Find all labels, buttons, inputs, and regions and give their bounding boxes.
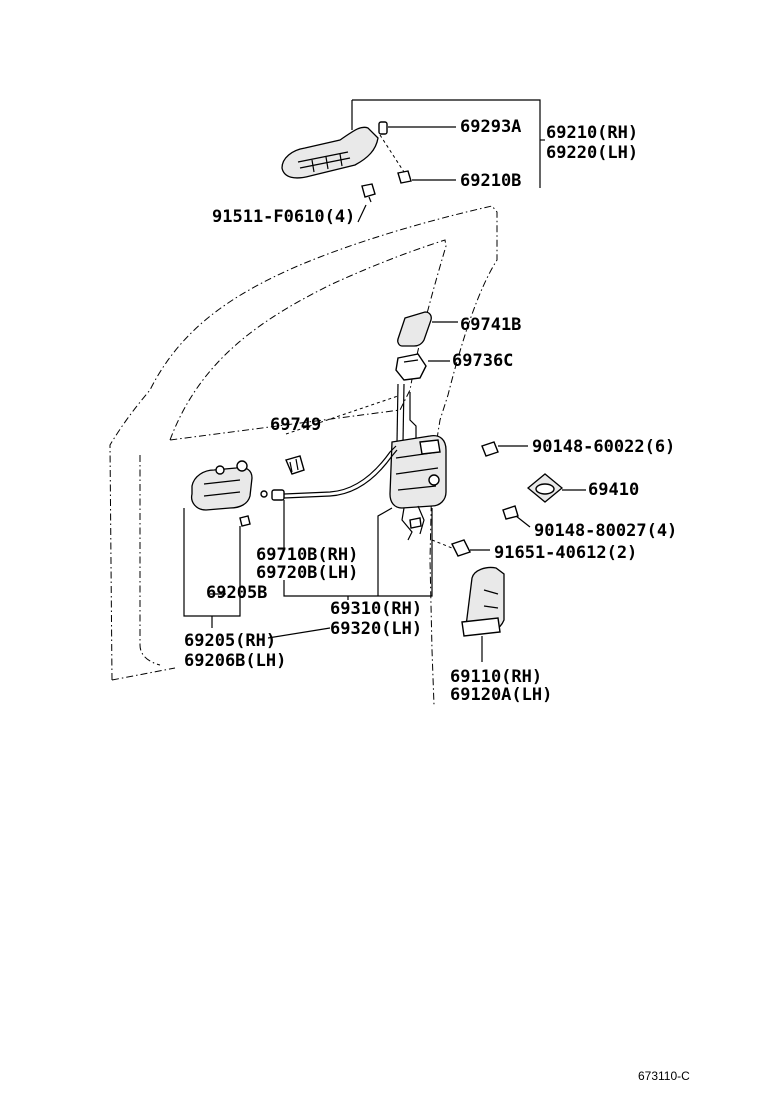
- label-69749: 69749: [270, 415, 321, 435]
- label-90148-60022: 90148-60022(6): [532, 437, 675, 457]
- label-69293a: 69293A: [460, 117, 521, 137]
- outside-handle-icon: [281, 121, 412, 184]
- control-cable-icon: [260, 445, 398, 501]
- striker-icon: [526, 473, 586, 503]
- label-69710b-rh: 69710B(RH): [256, 545, 358, 565]
- label-69205b: 69205B: [206, 583, 267, 603]
- label-91651-40612: 91651-40612(2): [494, 543, 637, 563]
- label-69320-lh: 69320(LH): [330, 619, 422, 639]
- bolt-40612-icon: [431, 539, 490, 557]
- label-69310-rh: 69310(RH): [330, 599, 422, 619]
- label-69206b-lh: 69206B(LH): [184, 651, 286, 671]
- small-screw-icon: [239, 515, 251, 527]
- rod-holder-icon: [395, 353, 450, 381]
- label-91511-f0610: 91511-F0610(4): [212, 207, 355, 227]
- leader-lines-main: [183, 500, 433, 639]
- label-69220-lh: 69220(LH): [546, 143, 638, 163]
- label-69210b: 69210B: [460, 171, 521, 191]
- door-check-icon: [461, 566, 505, 662]
- label-69410: 69410: [588, 480, 639, 500]
- door-lock-assembly-icon: [389, 383, 447, 541]
- glass-channel-icon: [397, 311, 458, 347]
- bolt-60022-icon: [481, 441, 528, 457]
- label-69205-rh: 69205(RH): [184, 631, 276, 651]
- screw-icon: [361, 183, 376, 203]
- inside-handle-icon: [190, 460, 253, 511]
- label-69110-rh: 69110(RH): [450, 667, 542, 687]
- label-69210-rh: 69210(RH): [546, 123, 638, 143]
- label-69120a-lh: 69120A(LH): [450, 685, 552, 705]
- label-69720b-lh: 69720B(LH): [256, 563, 358, 583]
- label-69741b: 69741B: [460, 315, 521, 335]
- reference-code: 673110-C: [638, 1069, 690, 1083]
- label-90148-80027: 90148-80027(4): [534, 521, 677, 541]
- bolt-80027-icon: [502, 505, 531, 528]
- label-69736c: 69736C: [452, 351, 513, 371]
- door-outline: [109, 205, 498, 706]
- clip-icon: [285, 395, 399, 475]
- leader-lines-top: [351, 99, 545, 223]
